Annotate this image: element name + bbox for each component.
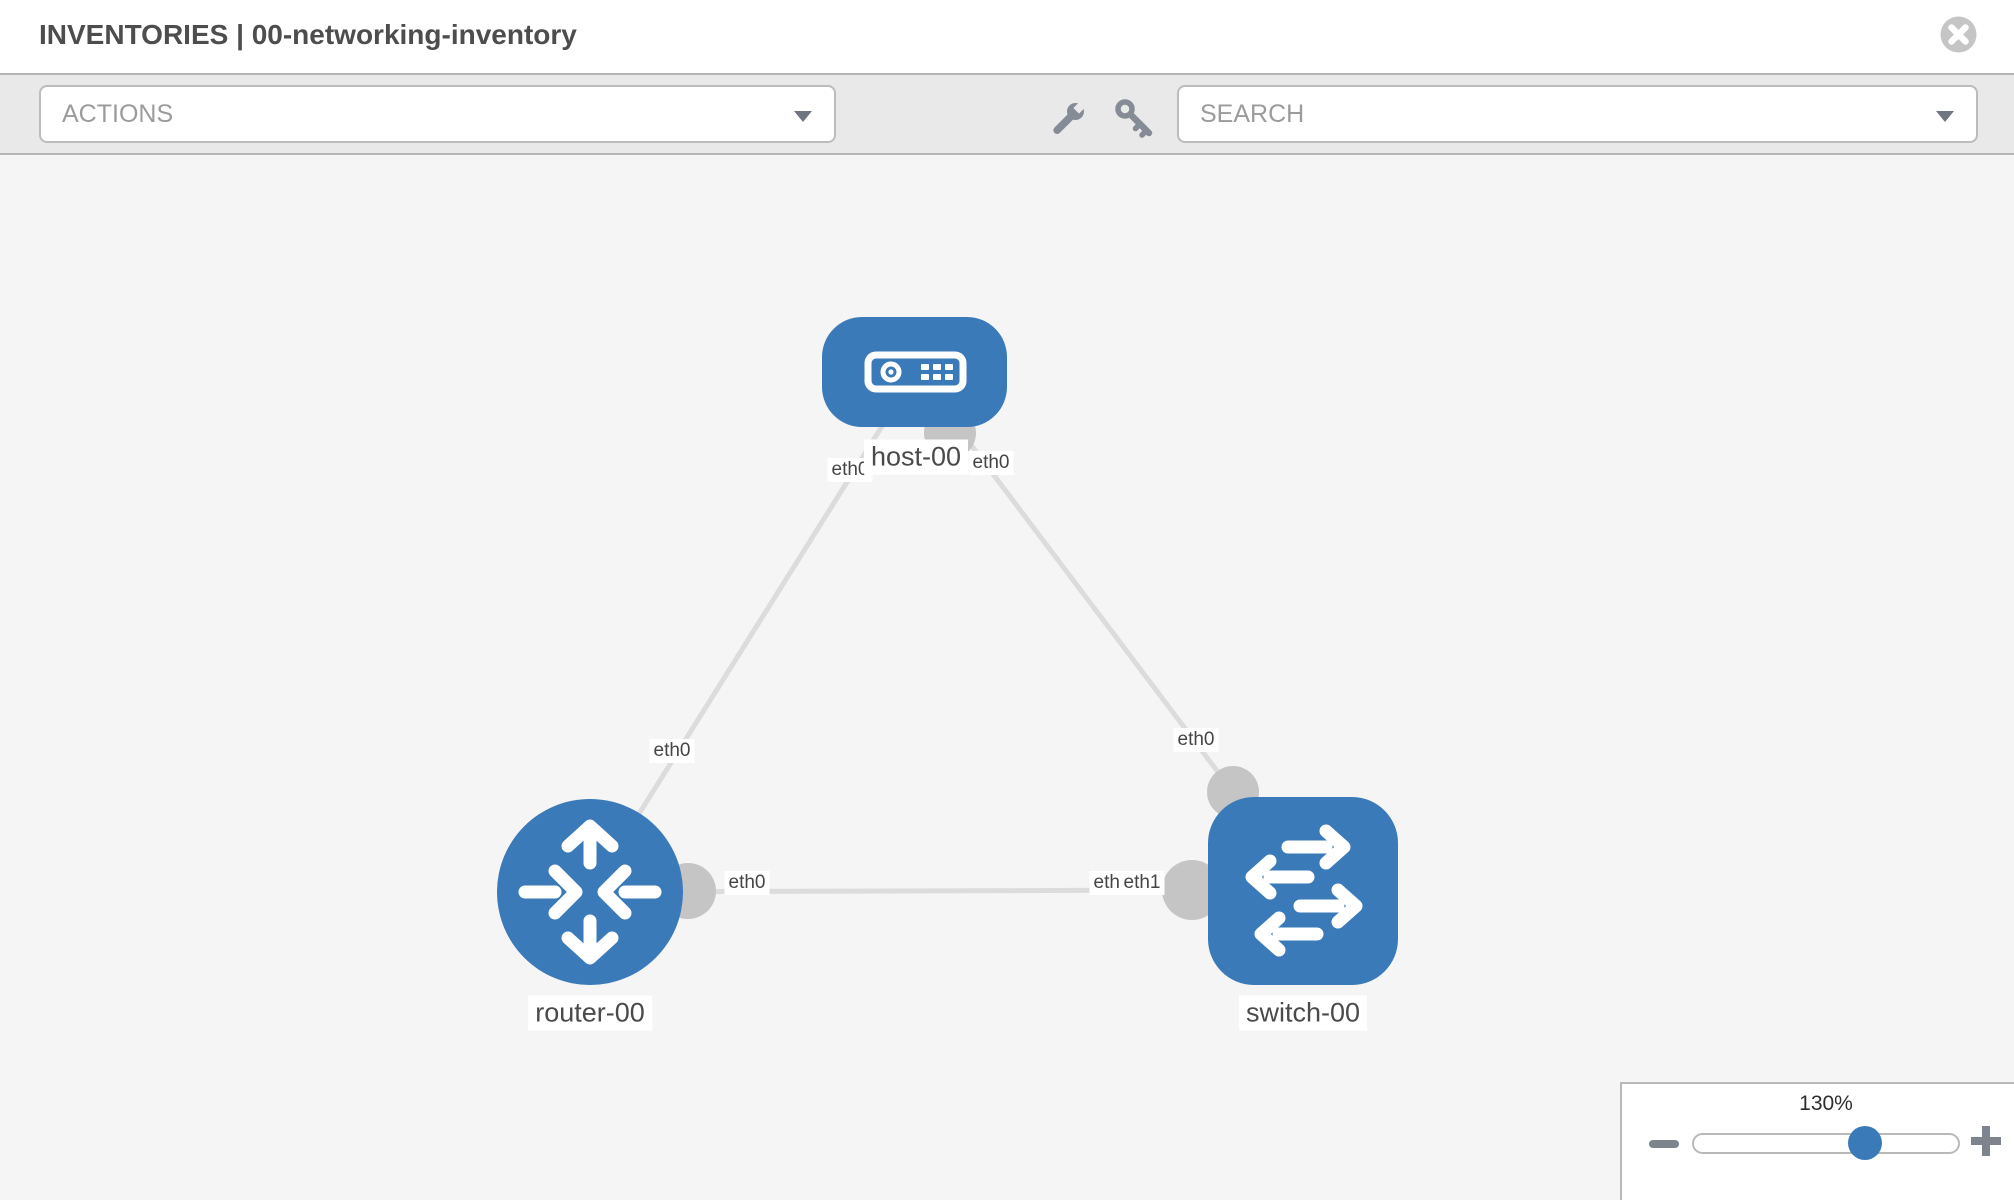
configure-button[interactable] <box>1046 97 1088 148</box>
interface-label: eth0 <box>724 871 770 895</box>
caret-down-icon <box>1936 109 1954 127</box>
router-arrows-icon <box>518 819 662 965</box>
node-host-00[interactable] <box>822 317 1007 427</box>
caret-down-icon <box>794 109 812 127</box>
page-title: INVENTORIES | 00-networking-inventory <box>39 19 577 50</box>
server-icon <box>864 351 967 393</box>
node-router-00[interactable] <box>497 799 683 985</box>
interface-label: eth0 <box>968 451 1014 475</box>
actions-dropdown[interactable]: ACTIONS <box>39 85 836 143</box>
interface-label: eth1 <box>1119 871 1165 895</box>
plus-icon <box>1971 1126 2001 1156</box>
node-label-host-00: host-00 <box>863 439 969 475</box>
key-icon <box>1115 99 1153 138</box>
close-icon <box>1940 16 1977 53</box>
node-switch-00[interactable] <box>1208 797 1398 985</box>
search-dropdown-label: SEARCH <box>1200 100 1305 128</box>
wrench-icon <box>1053 100 1087 135</box>
search-dropdown[interactable]: SEARCH <box>1177 85 1978 143</box>
zoom-in-button[interactable] <box>1969 1124 2003 1163</box>
zoom-percent-readout: 130% <box>1799 1092 1853 1115</box>
minus-icon <box>1649 1140 1679 1148</box>
interface-label: eth0 <box>1173 728 1219 752</box>
zoom-slider-track[interactable] <box>1692 1133 1960 1154</box>
zoom-out-button[interactable] <box>1648 1137 1680 1155</box>
topology-canvas[interactable]: eth0 eth0 eth0 eth0 eth0 eth0 eth1 host-… <box>0 155 2014 1200</box>
zoom-slider-thumb[interactable] <box>1848 1126 1882 1160</box>
interface-connector-switch-left <box>1162 860 1222 920</box>
zoom-widget: 130% <box>1620 1082 2014 1200</box>
credentials-button[interactable] <box>1112 97 1158 148</box>
close-button[interactable] <box>1940 16 1977 53</box>
interface-label: eth0 <box>649 739 695 763</box>
actions-dropdown-label: ACTIONS <box>62 100 174 128</box>
node-label-switch-00: switch-00 <box>1238 995 1368 1031</box>
header: INVENTORIES | 00-networking-inventory <box>0 0 2014 73</box>
switch-arrows-icon <box>1245 824 1363 957</box>
node-label-router-00: router-00 <box>528 995 652 1031</box>
